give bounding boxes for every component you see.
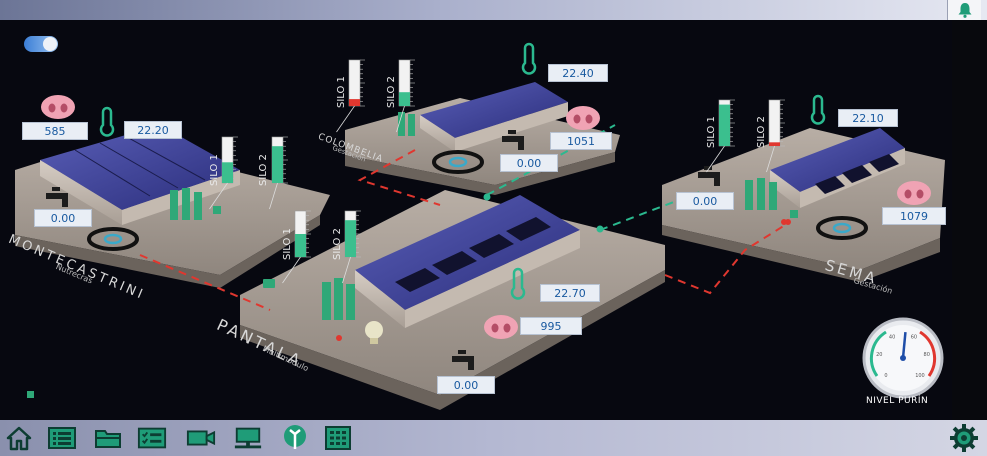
silo1-label-pantala: SILO 1 xyxy=(282,228,293,260)
camera-marker[interactable] xyxy=(263,279,275,288)
antenna-icon xyxy=(284,425,306,449)
silo-meter-colombelia-2 xyxy=(396,59,415,133)
pigs-count-colombelia: 1051 xyxy=(550,132,612,150)
bottom-nav xyxy=(0,420,987,456)
farm-map-graphics: 0 20 40 60 80 100 xyxy=(15,42,945,410)
farm-map: 0 20 40 60 80 100 585 22.20 0.00 22.40 1051 0… xyxy=(0,20,952,420)
right-strip xyxy=(952,20,987,420)
silo-fill xyxy=(222,162,233,183)
silo-fill xyxy=(295,234,306,257)
silo-meter-colombelia-1 xyxy=(336,59,365,133)
thermometer-icon xyxy=(521,42,537,75)
silo2-label-colombelia: SILO 2 xyxy=(386,76,397,108)
checklist-icon xyxy=(137,427,167,449)
farm-sema[interactable] xyxy=(662,128,945,282)
camera-icon xyxy=(186,430,216,446)
gauge-tick-label: 100 xyxy=(915,373,925,379)
silo-fill xyxy=(345,220,356,257)
water-montecastrini: 0.00 xyxy=(34,209,92,227)
gauge-tick-label: 40 xyxy=(889,335,895,341)
thermometer-icon xyxy=(810,94,826,125)
gauge-label: NIVEL PURÍN xyxy=(866,396,929,406)
silo-meter-pantala-1 xyxy=(282,210,311,284)
faucet-icon xyxy=(46,187,68,207)
thermometer-icon xyxy=(99,106,115,137)
thermometer-icon xyxy=(510,267,526,300)
folder-icon xyxy=(95,430,121,448)
silo-fill xyxy=(272,146,283,183)
map-marker[interactable] xyxy=(27,391,34,398)
list-icon xyxy=(48,427,76,449)
faucet-icon xyxy=(452,350,474,370)
water-pantala: 0.00 xyxy=(437,376,495,394)
silo-meter-montecastrini-2 xyxy=(269,136,288,210)
silo2-label-sema: SILO 2 xyxy=(756,116,767,148)
grid-icon xyxy=(325,426,351,450)
temperature-pantala: 22.70 xyxy=(540,284,600,302)
notifications-button[interactable] xyxy=(947,0,981,20)
silo2-label-montecastrini: SILO 2 xyxy=(258,154,269,186)
slurry-gauge: 0 20 40 60 80 100 xyxy=(862,317,944,399)
pig-icon xyxy=(566,106,600,130)
water-sema: 0.00 xyxy=(676,192,734,210)
water-colombelia: 0.00 xyxy=(500,154,558,172)
silo-meter-sema-2 xyxy=(766,99,785,173)
pigs-count-montecastrini: 585 xyxy=(22,122,88,140)
silo-meter-pantala-2 xyxy=(342,210,361,284)
settings-button[interactable] xyxy=(948,424,980,452)
silo-fill xyxy=(769,142,780,146)
silo-meter-sema-1 xyxy=(706,99,735,173)
pigs-count-pantala: 995 xyxy=(520,317,582,335)
silo1-label-colombelia: SILO 1 xyxy=(336,76,347,108)
silo1-label-sema: SILO 1 xyxy=(706,116,717,148)
monitor-icon xyxy=(234,427,262,449)
gauge-tick-label: 60 xyxy=(911,335,917,341)
pig-icon xyxy=(484,315,518,339)
pig-icon xyxy=(897,181,931,205)
farm-montecastrini[interactable] xyxy=(15,125,330,288)
nav-home-button[interactable] xyxy=(4,424,34,452)
nav-monitor-button[interactable] xyxy=(233,424,263,452)
temperature-sema: 22.10 xyxy=(838,109,898,127)
pig-icon xyxy=(41,95,75,119)
nav-checklist-button[interactable] xyxy=(137,424,167,452)
nav-grid-button[interactable] xyxy=(323,424,353,452)
faucet-icon xyxy=(698,166,720,186)
silo-meters xyxy=(209,59,785,284)
faucet-icon xyxy=(502,130,524,150)
bell-icon xyxy=(958,3,971,18)
nav-list-button[interactable] xyxy=(47,424,77,452)
temperature-colombelia: 22.40 xyxy=(548,64,608,82)
view-toggle[interactable] xyxy=(24,36,58,52)
silo-fill xyxy=(719,104,730,146)
gear-icon xyxy=(950,424,978,452)
nav-camera-button[interactable] xyxy=(186,424,216,452)
pigs-count-sema: 1079 xyxy=(882,207,946,225)
silo-fill xyxy=(349,99,360,106)
top-bar xyxy=(0,0,987,20)
nav-antenna-button[interactable] xyxy=(280,424,310,452)
silo-meter-montecastrini-1 xyxy=(209,136,238,210)
temperature-montecastrini: 22.20 xyxy=(124,121,182,139)
silo-fill xyxy=(399,92,410,106)
home-icon xyxy=(6,426,32,451)
gauge-tick-label: 0 xyxy=(884,373,887,379)
silo1-label-montecastrini: SILO 1 xyxy=(209,154,220,186)
gauge-tick-label: 20 xyxy=(876,352,882,358)
gauge-tick-label: 80 xyxy=(924,352,930,358)
silo2-label-pantala: SILO 2 xyxy=(332,228,343,260)
nav-folder-button[interactable] xyxy=(93,424,123,452)
